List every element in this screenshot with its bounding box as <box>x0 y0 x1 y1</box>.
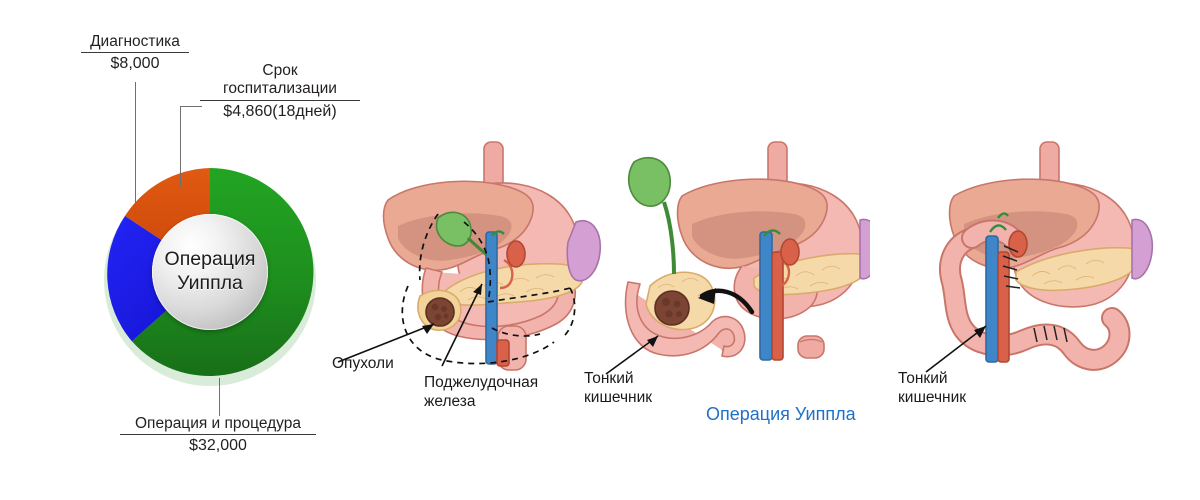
hepaticojejunostomy-limb <box>963 221 1021 247</box>
stage-3-reconstruction <box>939 141 1154 371</box>
jejunal-limb[interactable] <box>941 229 1129 369</box>
portal-vein <box>485 231 498 365</box>
specimen-gallbladder <box>628 156 671 207</box>
label-hospital-stay: Срок госпитализации $4,860(18дней) <box>196 62 364 121</box>
callout-arrow-small-intestine-3 <box>925 325 987 373</box>
stage-1-resection-plan <box>382 141 601 371</box>
callout-pancreas-line1: Поджелудочная <box>424 374 539 391</box>
liver-lobe-shadow <box>692 211 806 259</box>
spleen <box>1131 218 1154 280</box>
anastomosis-sutures <box>1002 245 1068 343</box>
pancreaticojejunostomy-sutures <box>1002 245 1021 289</box>
spleen <box>566 219 601 282</box>
specimen-bile-duct <box>662 201 676 275</box>
hepatic-artery <box>499 258 514 290</box>
callout-arrow-pancreas <box>441 283 483 367</box>
label-hospital-title-1: Срок <box>262 62 298 79</box>
stump-rim <box>799 338 823 343</box>
label-diagnostics-title: Диагностика <box>90 33 180 50</box>
callout-small-intestine-2-line1: Тонкий <box>584 370 634 387</box>
label-diagnostics: Диагностика $8,000 <box>72 33 198 74</box>
callout-arrow-small-intestine-2 <box>605 335 659 375</box>
gastrojejunostomy-sutures <box>1033 325 1068 343</box>
removal-arrow <box>698 288 755 315</box>
callout-pancreas: Поджелудочная железа <box>424 374 538 411</box>
section-title-whipple: Операция Уиппла <box>706 404 856 426</box>
label-diagnostics-rule <box>81 52 189 54</box>
portal-vein <box>759 231 773 361</box>
label-surgery-rule <box>120 434 316 436</box>
label-surgery-value: $32,000 <box>189 437 247 455</box>
label-surgery: Операция и процедура $32,000 <box>110 415 326 456</box>
pancreas-lobules <box>1031 259 1105 285</box>
leader-hospital-horizontal <box>180 106 202 107</box>
callout-small-intestine-3-line2: кишечник <box>898 388 967 406</box>
callout-small-intestine-2: Тонкий кишечник <box>584 370 652 407</box>
donut-center-line1: Операция <box>164 248 256 271</box>
callout-small-intestine-3-line1: Тонкий <box>898 370 948 387</box>
label-hospital-rule <box>200 99 360 101</box>
label-diagnostics-value: $8,000 <box>110 55 160 73</box>
spleen <box>859 218 870 280</box>
callout-arrow-tumors <box>337 323 435 363</box>
label-surgery-title: Операция и процедура <box>135 415 301 432</box>
tumor-texture <box>431 303 449 321</box>
label-hospital-value: $4,860(18дней) <box>223 102 337 120</box>
callout-pancreas-line2: железа <box>424 392 476 410</box>
aorta <box>771 251 784 361</box>
bile-duct <box>491 230 505 237</box>
donut-center-label: Операция Уиппла <box>165 248 256 296</box>
aorta <box>997 251 1010 363</box>
detached-duodenal-stump[interactable] <box>797 335 825 359</box>
callout-tumors-text: Опухоли <box>332 355 394 372</box>
section-title-text: Операция Уиппла <box>706 404 856 424</box>
callout-small-intestine-2-line2: кишечник <box>584 388 653 406</box>
celiac-trunk <box>1008 230 1028 258</box>
label-hospital-title-2: госпитализации <box>223 80 337 98</box>
leader-surgery <box>219 378 220 416</box>
donut-center-hub: Операция Уиппла <box>152 214 268 330</box>
bile-duct-stump <box>763 229 781 237</box>
stage-2-specimen-removed <box>624 141 870 361</box>
cost-donut-chart: Операция Уиппла <box>100 160 320 390</box>
bile-duct <box>989 212 1009 233</box>
specimen-tumor-texture <box>662 298 682 318</box>
celiac-trunk <box>780 238 800 266</box>
leader-hospital-vertical <box>180 106 181 188</box>
celiac-trunk <box>506 240 526 268</box>
donut-center-line2: Уиппла <box>177 272 243 294</box>
resection-boundary <box>401 213 576 365</box>
callout-small-intestine-3: Тонкий кишечник <box>898 370 966 407</box>
specimen-tumor[interactable] <box>654 290 690 326</box>
leader-diagnostics <box>135 82 136 216</box>
aorta <box>496 339 510 367</box>
callout-tumors: Опухоли <box>332 355 394 374</box>
